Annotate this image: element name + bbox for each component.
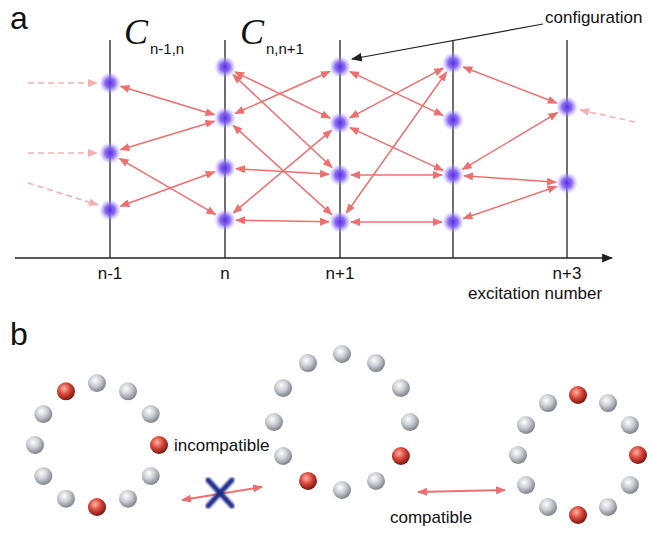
transition-arrow [120,172,214,206]
transition-arrow [121,86,215,115]
ground-atom [539,498,557,516]
axis-title: excitation number [468,284,602,304]
set-symbol: C [240,12,264,53]
transition-arrow [233,130,331,213]
ground-atom [265,413,283,431]
configuration-dot [442,211,464,233]
ground-atom [367,472,385,490]
ground-atom [517,476,535,494]
excitation-diagram [15,24,635,258]
transition-arrow [351,221,442,223]
transition-arrow [236,220,329,222]
excited-atom [392,447,410,465]
transition-arrow [233,75,332,168]
ground-atom [34,467,52,485]
transition-arrow [235,71,330,113]
transition-arrow [28,82,97,84]
axis-tick: n-1 [98,264,123,284]
ground-atom [392,379,410,397]
transition-arrow [418,490,505,492]
transition-arrow [28,183,98,205]
axis [15,257,612,259]
transition-arrow [580,110,635,122]
transition-arrow [233,125,332,214]
ground-atom [34,405,52,423]
configuration-dot [556,172,578,194]
axis-tick: n+1 [326,264,355,284]
level-line [566,40,567,258]
configuration-dot [329,164,351,186]
ground-atom [367,354,385,372]
ground-atom [401,413,419,431]
transition-arrow [463,67,556,103]
transition-arrow [346,72,446,213]
excited-atom [629,446,647,464]
set-symbol: C [124,12,148,53]
ground-atom [333,481,351,499]
ground-atom [119,382,137,400]
ring-diagram [26,345,647,524]
excited-atom [57,382,75,400]
configuration-dot [442,164,464,186]
set-subscript: n-1,n [150,40,184,57]
transition-arrow [235,72,330,118]
ground-atom [142,467,160,485]
configuration-dot [329,56,351,78]
axis-tick: n+3 [553,264,582,284]
transition-arrow [350,128,443,171]
ground-atom [119,490,137,508]
transition-arrow [464,176,556,182]
configuration-dot [442,109,464,131]
excited-atom [569,386,587,404]
configuration-dot [214,157,236,179]
transition-arrow [28,152,97,154]
configuration-dot [556,96,578,118]
transition-label: incompatible [174,436,269,456]
configuration-dot [214,107,236,129]
ground-atom [142,405,160,423]
excited-atom [299,472,317,490]
transition-label: compatible [390,508,472,528]
ground-atom [57,490,75,508]
transition-arrow [351,174,442,176]
configuration-dot [442,52,464,74]
ground-atom [621,416,639,434]
configuration-dot [329,211,351,233]
panel-letter: a [10,0,28,37]
panel-letter: b [10,316,28,353]
ground-atom [517,416,535,434]
cross-mark [208,480,232,506]
ground-atom [88,374,106,392]
ground-atom [274,379,292,397]
transition-arrow [120,159,216,215]
transition-arrow [463,187,556,219]
configuration-dot [99,199,121,221]
ground-atom [539,394,557,412]
transition-arrow [121,121,215,150]
excited-atom [88,498,106,516]
ground-atom [26,436,44,454]
ground-atom [299,354,317,372]
ground-atom [621,476,639,494]
configuration-dot [99,142,121,164]
configuration-dot [214,56,236,78]
ground-atom [599,498,617,516]
ground-atom [333,345,351,363]
configuration-dot [329,112,351,134]
transition-arrow [350,68,444,118]
configuration-dot [99,72,121,94]
ground-atom [509,446,527,464]
excited-atom [150,436,168,454]
callout-label: configuration [545,8,642,28]
transition-arrow [462,113,557,170]
excited-atom [569,506,587,524]
axis-tick: n [220,264,229,284]
ground-atom [274,447,292,465]
set-subscript: n,n+1 [266,40,304,57]
ground-atom [599,394,617,412]
configuration-dot [214,209,236,231]
